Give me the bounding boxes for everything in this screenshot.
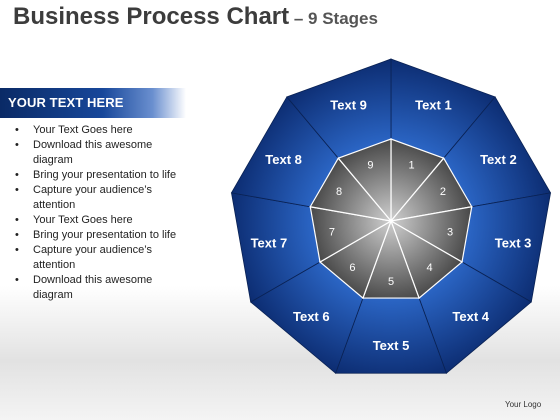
bullet-list: • Your Text Goes here • Download this awes…	[14, 123, 178, 303]
bullet-item: • Capture your audience’s attention	[14, 243, 178, 273]
stage-number-2: 2	[440, 186, 446, 198]
stage-label-5: Text 5	[373, 338, 410, 353]
logo-placeholder: Your Logo	[505, 400, 542, 409]
bullet-item: • Capture your audience’s attention	[14, 183, 178, 213]
stage-number-6: 6	[349, 262, 355, 274]
inner-segment-9	[337, 138, 392, 223]
stage-label-1: Text 1	[415, 97, 452, 112]
bullet-dot-icon: •	[15, 184, 19, 196]
bullet-item: • Bring your presentation to life	[14, 228, 178, 243]
stage-number-5: 5	[388, 276, 394, 288]
bullet-text: Bring your presentation to life	[33, 229, 177, 241]
bullet-dot-icon: •	[15, 139, 19, 151]
bullet-item: • Your Text Goes here	[14, 213, 178, 228]
stage-number-8: 8	[336, 186, 342, 198]
bullet-text: Your Text Goes here	[33, 124, 133, 136]
bullet-text: Download this awesome diagram	[33, 274, 153, 301]
stage-number-3: 3	[447, 226, 453, 238]
stage-label-4: Text 4	[452, 309, 489, 324]
bullet-item: • Your Text Goes here	[14, 123, 178, 138]
bullet-dot-icon: •	[15, 229, 19, 241]
stage-label-3: Text 3	[495, 236, 532, 251]
bullet-text: Your Text Goes here	[33, 214, 133, 226]
page-title: Business Process Chart – 9 Stages	[13, 3, 378, 31]
bullet-dot-icon: •	[15, 274, 19, 286]
outer-ring	[230, 58, 552, 374]
stage-label-7: Text 7	[251, 236, 288, 251]
bullet-dot-icon: •	[15, 169, 19, 181]
bullet-dot-icon: •	[15, 124, 19, 136]
stage-label-6: Text 6	[293, 309, 330, 324]
bullet-text: Download this awesome diagram	[33, 139, 153, 166]
bullet-text: Bring your presentation to life	[33, 169, 177, 181]
bullet-item: • Download this awesome diagram	[14, 138, 178, 168]
bullet-dot-icon: •	[15, 244, 19, 256]
stage-label-8: Text 8	[265, 152, 302, 167]
sidebar-banner: YOUR TEXT HERE	[0, 88, 186, 118]
sidebar-heading: YOUR TEXT HERE	[8, 95, 124, 110]
title-subtitle: – 9 Stages	[289, 9, 378, 28]
title-main: Business Process Chart	[13, 3, 290, 30]
bullet-item: • Download this awesome diagram	[14, 273, 178, 303]
stage-number-4: 4	[427, 262, 433, 274]
bullet-dot-icon: •	[15, 214, 19, 226]
bullet-item: • Bring your presentation to life	[14, 168, 178, 183]
stage-label-9: Text 9	[330, 97, 367, 112]
stage-label-2: Text 2	[480, 152, 517, 167]
bullet-text: Capture your audience’s attention	[33, 244, 153, 271]
bullet-text: Capture your audience’s attention	[33, 184, 153, 211]
stage-number-7: 7	[329, 226, 335, 238]
stage-number-9: 9	[367, 160, 373, 172]
inner-ring	[309, 138, 473, 300]
stage-number-1: 1	[408, 160, 414, 172]
